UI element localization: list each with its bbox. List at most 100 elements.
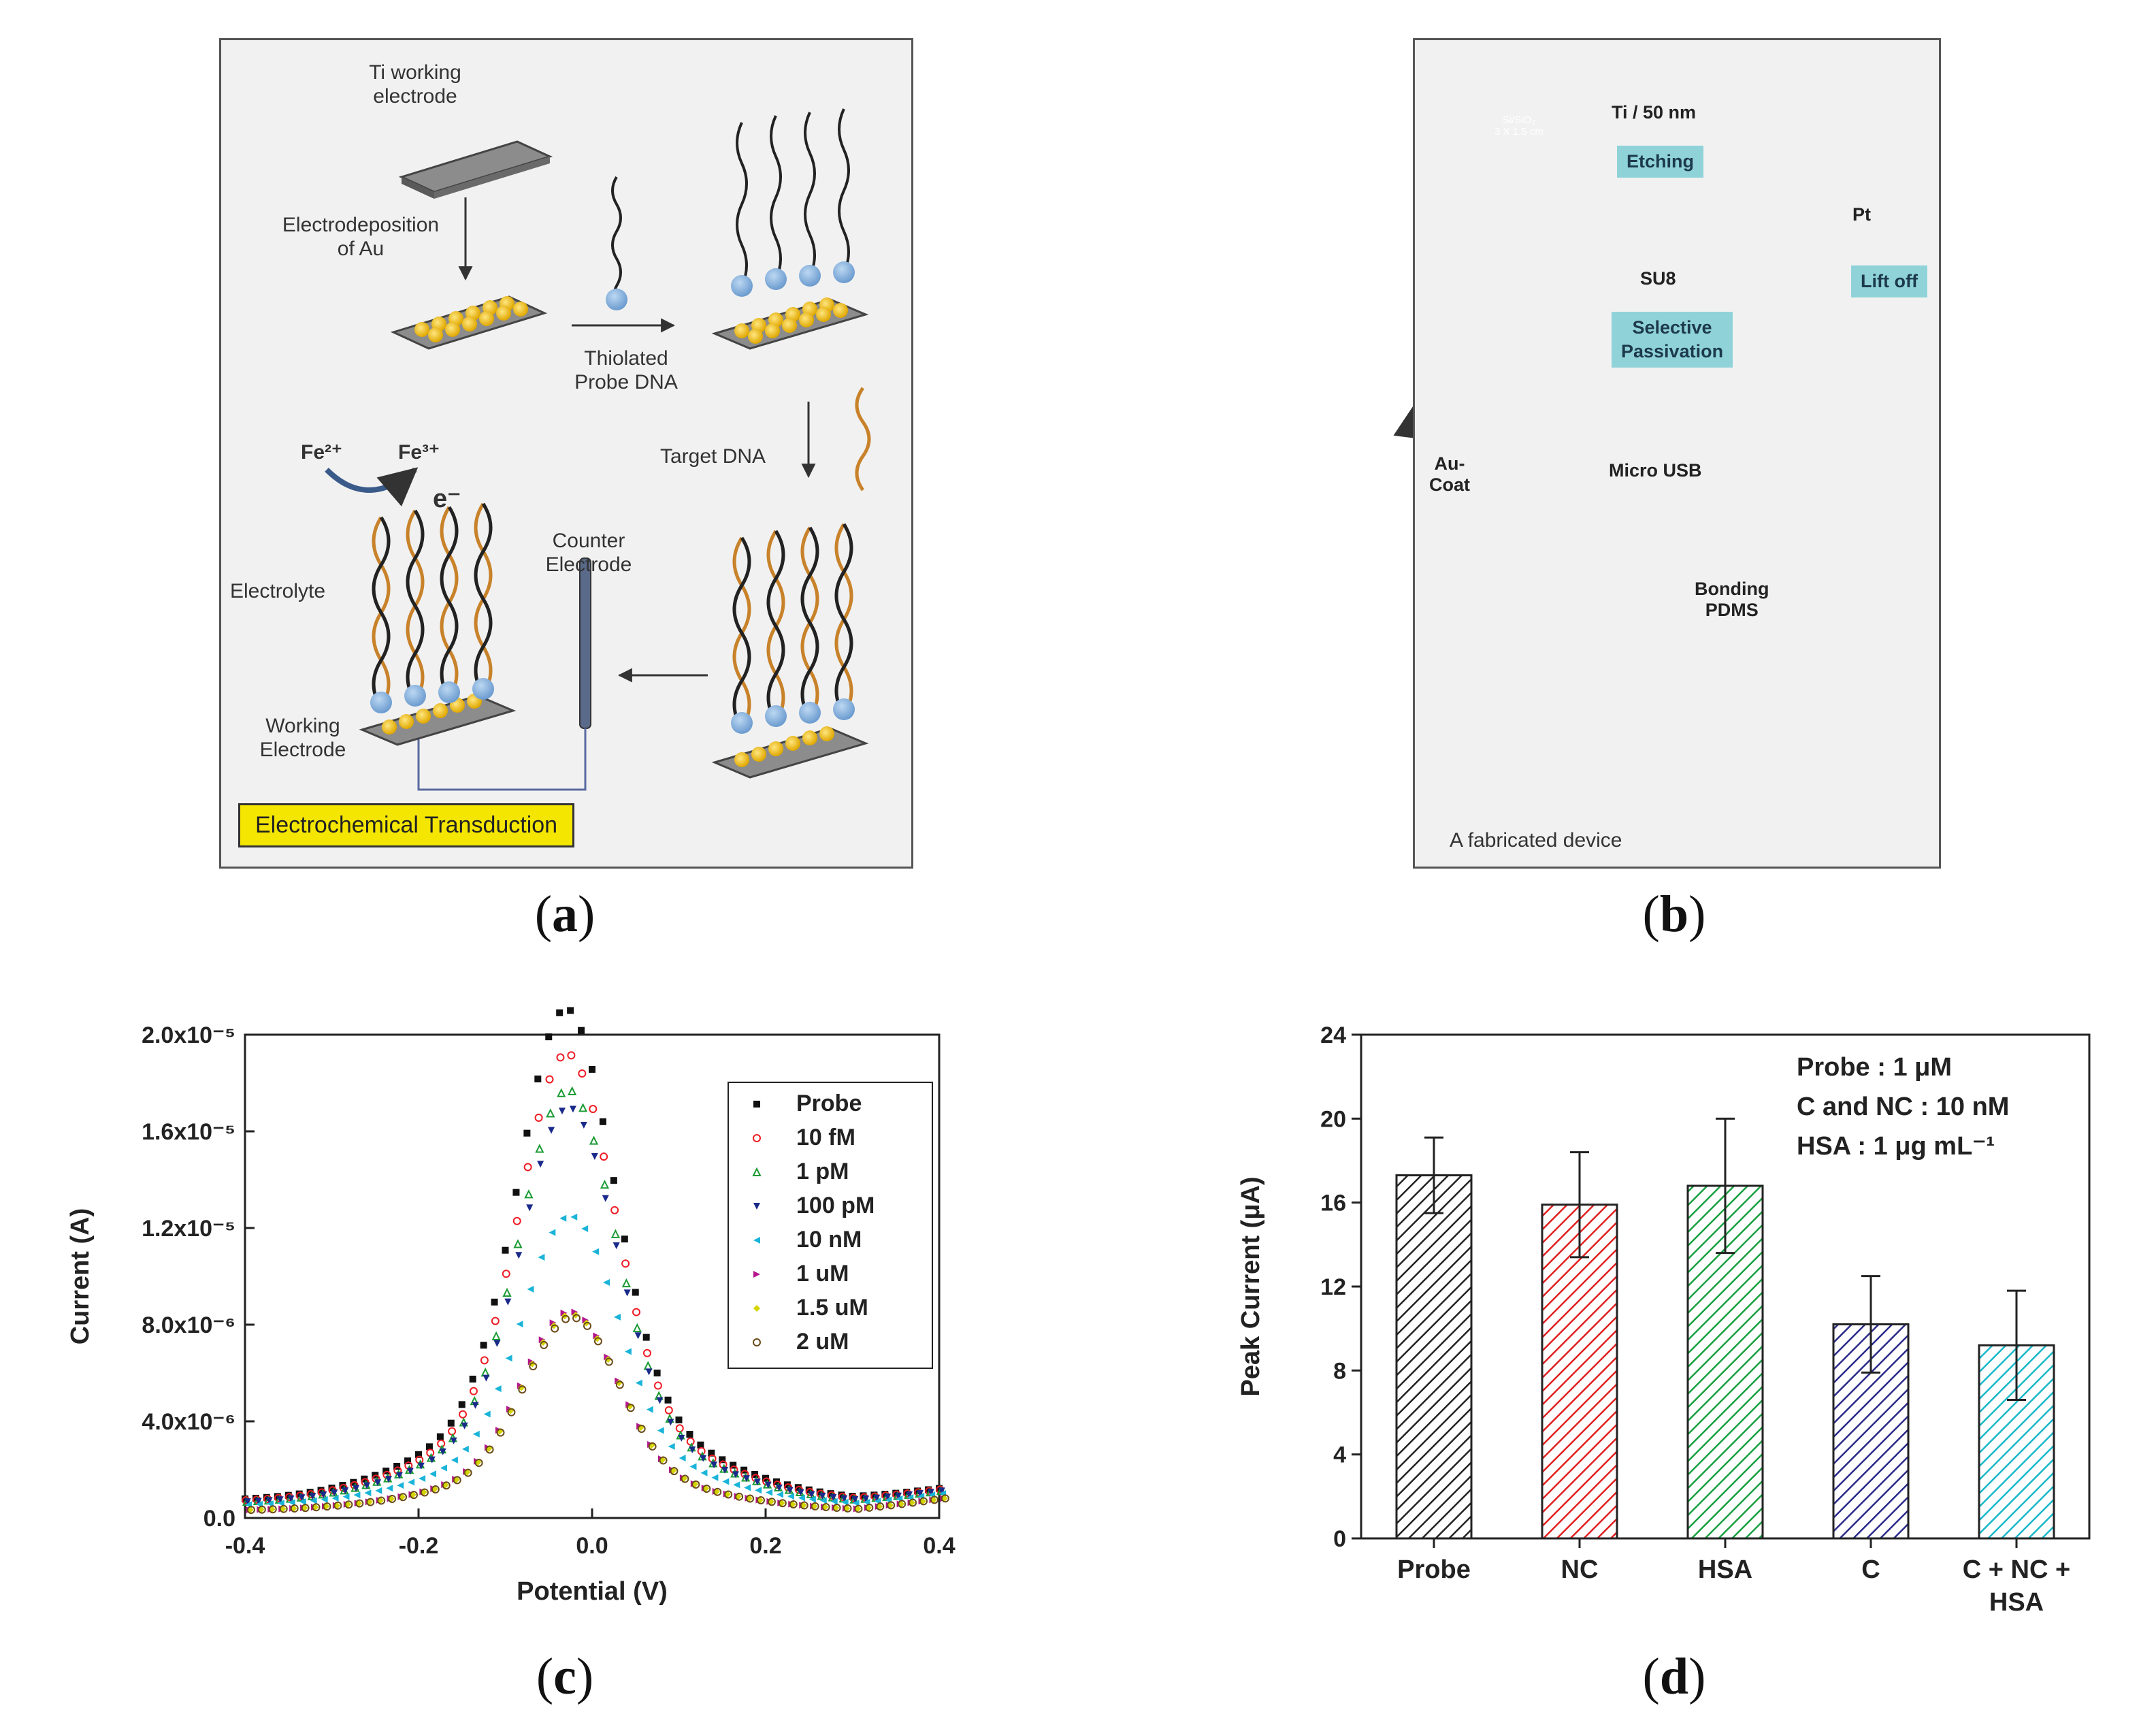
- data-point: [755, 1487, 762, 1494]
- data-point: [246, 1506, 255, 1515]
- legend-item: 100 pM: [753, 1193, 875, 1218]
- label-fabricated-device: A fabricated device: [1450, 829, 1622, 852]
- y-tick-label: 4.0x10⁻⁶: [142, 1409, 235, 1435]
- label-target-dna: Target DNA: [660, 445, 766, 468]
- x-axis-label: Potential (V): [517, 1577, 668, 1606]
- legend-label: 100 pM: [796, 1193, 875, 1218]
- data-point: [767, 1498, 776, 1506]
- data-point: [526, 1204, 534, 1212]
- data-point: [626, 1404, 635, 1412]
- data-point: [451, 1456, 458, 1464]
- data-point: [397, 1482, 404, 1489]
- data-point: [344, 1500, 353, 1509]
- data-point: [529, 1362, 538, 1371]
- data-point: [876, 1502, 885, 1511]
- data-point: [323, 1502, 331, 1511]
- legend-item: 10 fM: [753, 1125, 855, 1150]
- data-point: [659, 1456, 668, 1465]
- data-point: [778, 1499, 787, 1508]
- data-point: [377, 1496, 386, 1505]
- data-point: [637, 1424, 646, 1433]
- data-point: [425, 1443, 433, 1451]
- data-point: [560, 1309, 568, 1316]
- data-point: [406, 1468, 414, 1475]
- data-point: [439, 1448, 446, 1455]
- x-tick-label: HSA: [1698, 1555, 1752, 1584]
- data-point: [675, 1416, 683, 1423]
- legend-marker: [753, 1237, 760, 1244]
- data-point: [429, 1470, 437, 1478]
- data-point: [436, 1433, 444, 1440]
- data-point: [811, 1502, 819, 1510]
- data-point: [732, 1471, 740, 1478]
- data-point: [472, 1402, 479, 1409]
- data-point: [431, 1485, 440, 1494]
- x-tick-label: C: [1861, 1555, 1880, 1584]
- x-tick-label: C + NC +HSA: [1963, 1555, 2070, 1617]
- data-point: [507, 1407, 514, 1415]
- data-point: [583, 1321, 591, 1330]
- data-point: [722, 1478, 730, 1485]
- data-point: [613, 1313, 621, 1321]
- data-point: [538, 1336, 546, 1344]
- data-point: [648, 1442, 657, 1451]
- data-point: [257, 1505, 266, 1514]
- data-point: [496, 1428, 505, 1437]
- data-point: [634, 1332, 642, 1340]
- data-point: [930, 1496, 938, 1504]
- y-tick-label: 2.0x10⁻⁵: [142, 1022, 235, 1048]
- data-point: [851, 1496, 859, 1504]
- data-point: [592, 1248, 600, 1255]
- data-point: [375, 1487, 382, 1494]
- data-point: [546, 1108, 555, 1118]
- data-point: [363, 1482, 371, 1489]
- data-point: [599, 1118, 606, 1125]
- legend-marker: [753, 1305, 760, 1312]
- data-point: [450, 1437, 457, 1444]
- data-point: [675, 1424, 684, 1433]
- data-point: [469, 1387, 478, 1395]
- data-point: [428, 1456, 436, 1464]
- data-point: [626, 1402, 634, 1410]
- data-point: [610, 1206, 619, 1214]
- data-point: [873, 1494, 881, 1502]
- data-point: [602, 1195, 609, 1202]
- data-point: [819, 1497, 827, 1504]
- data-point: [764, 1481, 772, 1489]
- annotation-line: Probe : 1 μM: [1797, 1053, 1952, 1082]
- data-point: [559, 1108, 566, 1115]
- data-point: [299, 1498, 306, 1506]
- y-axis-label: Peak Current (μA): [1237, 1176, 1265, 1396]
- data-point: [642, 1348, 651, 1357]
- data-point: [515, 1252, 523, 1259]
- data-point: [580, 1122, 587, 1129]
- data-point: [306, 1489, 314, 1496]
- legend-item: 10 nM: [753, 1227, 862, 1253]
- data-point: [545, 1075, 554, 1084]
- data-point: [589, 1065, 595, 1073]
- label-ti-50nm: Ti / 50 nm: [1612, 102, 1697, 123]
- legend-marker: [753, 1134, 761, 1142]
- data-point: [419, 1474, 426, 1482]
- annotation-line: C and NC : 10 nM: [1797, 1093, 2009, 1121]
- data-point: [463, 1468, 472, 1477]
- data-point: [537, 1161, 544, 1168]
- data-point: [342, 1487, 349, 1495]
- legend-label: 1 pM: [796, 1159, 849, 1184]
- data-point: [538, 1254, 545, 1261]
- x-tick-label: Probe: [1397, 1555, 1471, 1584]
- data-point: [710, 1461, 718, 1469]
- data-point: [800, 1501, 808, 1510]
- data-point: [480, 1356, 489, 1365]
- data-point: [461, 1422, 468, 1429]
- data-point: [539, 1339, 546, 1346]
- data-point: [557, 1088, 566, 1097]
- legend-label: 2 uM: [796, 1329, 849, 1355]
- label-fe2: Fe²⁺: [301, 441, 342, 464]
- label-thiolated-probe: Thiolated Probe DNA: [574, 347, 678, 393]
- data-point: [578, 1069, 587, 1078]
- label-bonding-pdms: Bonding PDMS: [1695, 579, 1769, 621]
- data-point: [491, 1298, 498, 1306]
- data-point: [483, 1410, 491, 1418]
- data-point: [591, 1153, 598, 1161]
